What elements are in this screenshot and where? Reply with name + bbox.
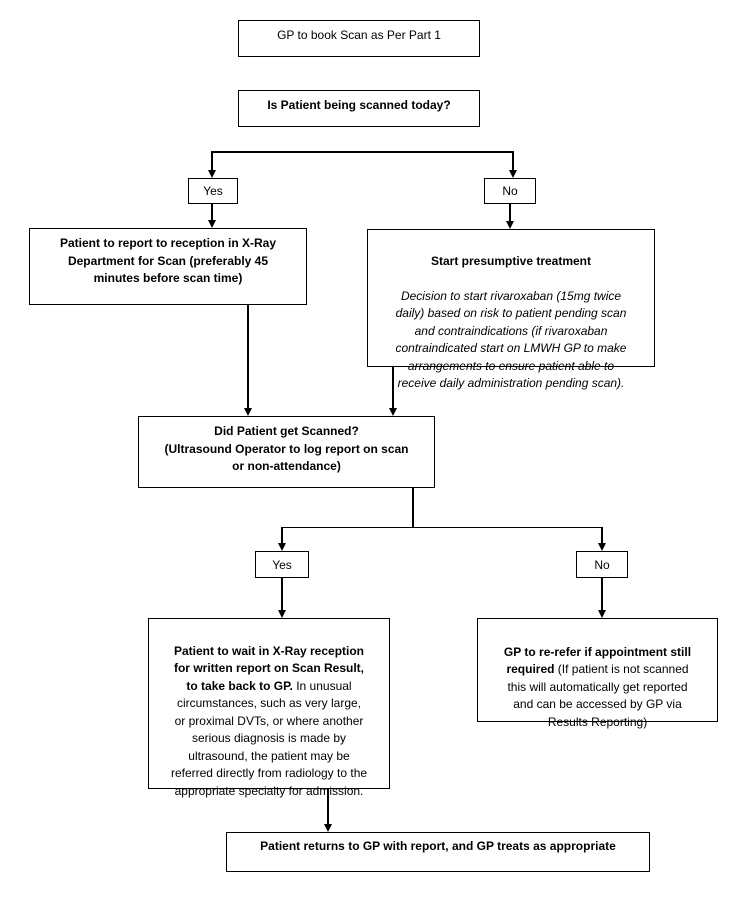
arrowhead-branch2-no [598,543,606,551]
connector-no1-to-presumptive [509,204,511,222]
node-patient-report-reception: Patient to report to reception in X-Ray … [29,228,307,305]
connector-report-to-didscan [247,305,249,409]
connector-presumptive-to-didscan [392,367,394,409]
connector-branch1-no-drop [512,151,514,170]
arrowhead-yes1-to-report [208,220,216,228]
node-did-patient-get-scanned: Did Patient get Scanned? (Ultrasound Ope… [138,416,435,488]
wait-reception-body-text: In unusual circumstances, such as very l… [170,678,368,798]
arrowhead-no2-to-rerefer [598,610,606,618]
arrowhead-branch2-yes [278,543,286,551]
connector-didscan-stub [412,488,414,528]
connector-no2-to-rerefer [601,578,603,611]
connector-branch2-horizontal [281,526,603,528]
connector-yes1-to-report [211,204,213,221]
node-gp-book-scan: GP to book Scan as Per Part 1 [238,20,480,57]
arrowhead-wait-to-returns [324,824,332,832]
connector-branch1-horizontal [211,151,513,153]
node-patient-wait-xray-reception: Patient to wait in X-Ray reception for w… [148,618,390,798]
arrowhead-branch1-yes [208,170,216,178]
label-yes-branch2: Yes [255,551,309,578]
node-gp-re-refer: GP to re-refer if appointment still requ… [477,618,718,729]
connector-yes2-to-wait [281,578,283,611]
label-no-branch1: No [484,178,536,204]
presumptive-treatment-body: Decision to start rivaroxaban (15mg twic… [395,288,627,391]
label-no-branch2: No [576,551,628,578]
node-patient-returns-gp: Patient returns to GP with report, and G… [226,832,650,872]
node-start-presumptive-treatment: Start presumptive treatment Decision to … [367,229,655,390]
connector-branch2-no-drop [601,527,603,544]
connector-branch1-yes-drop [211,151,213,170]
arrowhead-yes2-to-wait [278,610,286,618]
arrowhead-branch1-no [509,170,517,178]
node-is-patient-scanned-today: Is Patient being scanned today? [238,90,480,127]
connector-branch2-yes-drop [281,527,283,544]
label-yes-branch1: Yes [188,178,238,204]
wait-reception-bold-text: Patient to wait in X-Ray reception for w… [173,643,365,693]
rerefer-bold-text: GP to re-refer if appointment still requ… [503,644,692,677]
presumptive-treatment-title: Start presumptive treatment [430,253,592,268]
connector-wait-to-returns [327,789,329,825]
arrowhead-no1-to-presumptive [506,221,514,229]
rerefer-body-text: (If patient is not scanned this will aut… [507,662,689,729]
arrowhead-presumptive-to-didscan [389,408,397,416]
arrowhead-report-to-didscan [244,408,252,416]
